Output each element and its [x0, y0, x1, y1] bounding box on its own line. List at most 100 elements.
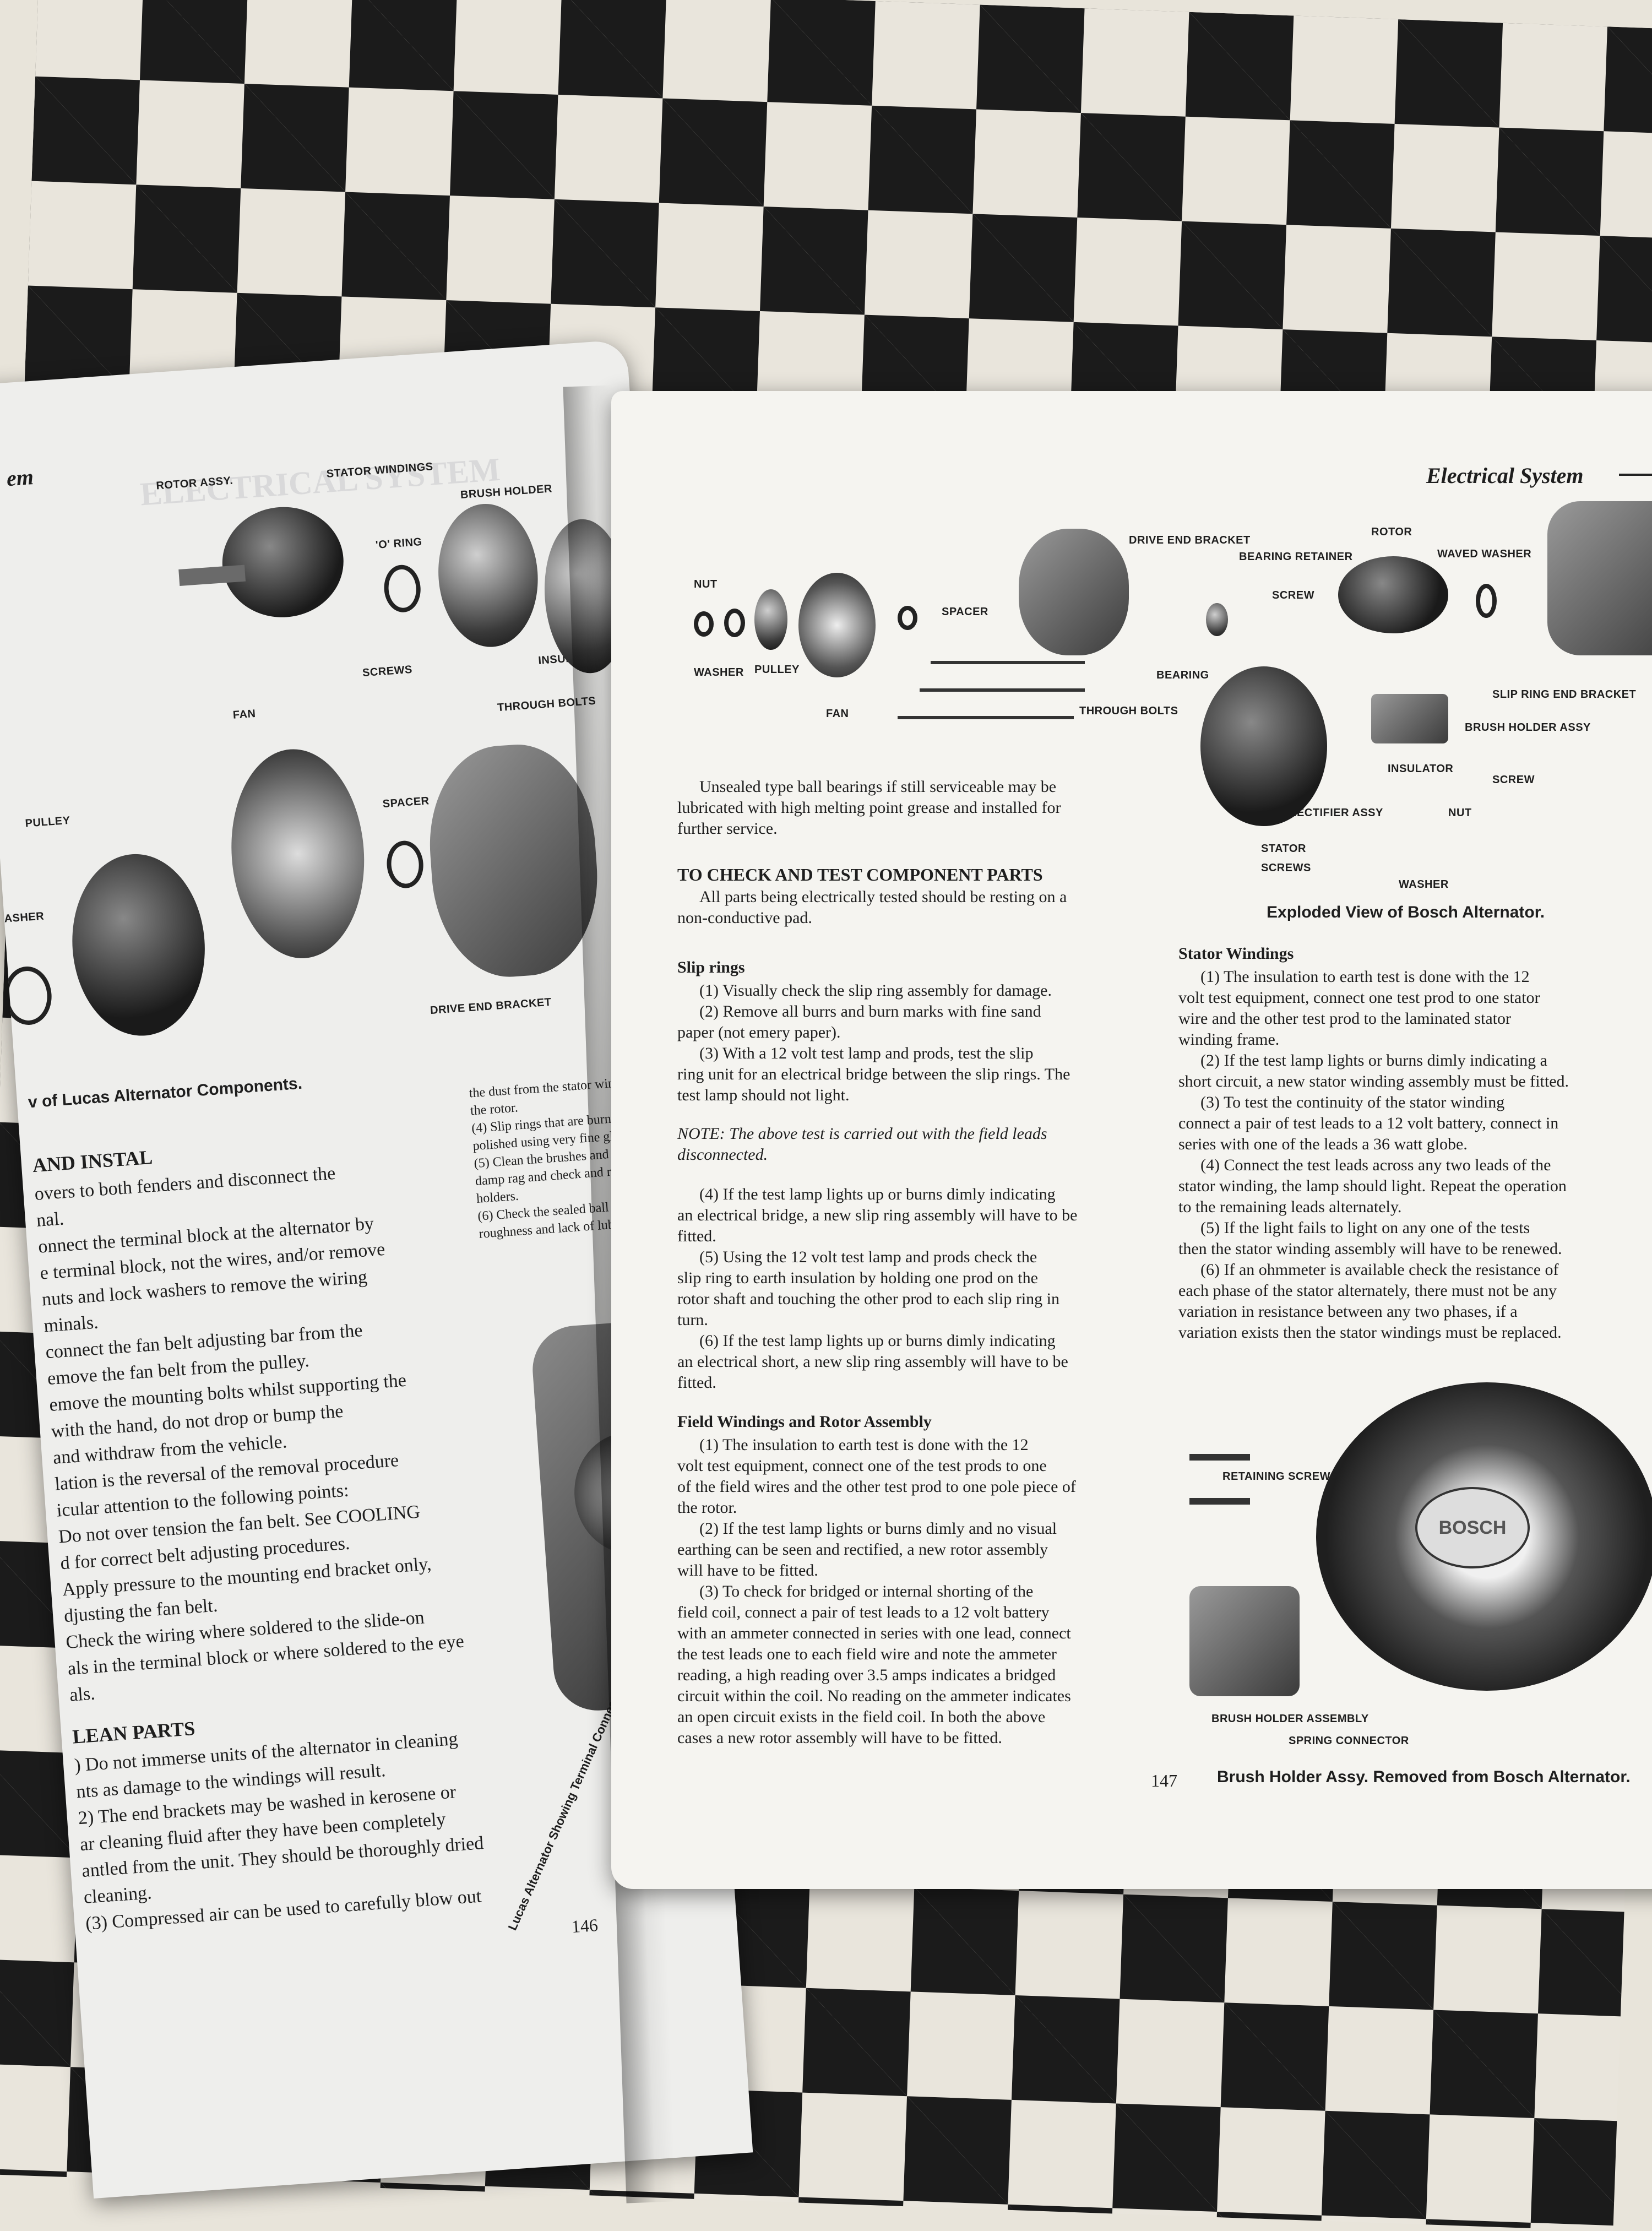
label-screw-2: SCREW [1492, 774, 1535, 786]
stator-line: wire and the other test prod to the lami… [1178, 1009, 1511, 1028]
through-bolt-2 [920, 688, 1085, 692]
stator-line: (6) If an ohmmeter is available check th… [1200, 1261, 1559, 1279]
slip-line-2: rotor shaft and touching the other prod … [677, 1290, 1059, 1308]
label-nut: NUT [694, 578, 718, 590]
stator-line: (4) Connect the test leads across any tw… [1200, 1156, 1551, 1174]
stator-windings-heading: Stator Windings [1178, 944, 1294, 963]
pulley-part [66, 849, 211, 1040]
field-line: (3) To check for bridged or internal sho… [699, 1582, 1034, 1600]
stator-line: (5) If the light fails to light on any o… [1200, 1219, 1530, 1237]
field-line: (1) The insulation to earth test is done… [699, 1436, 1029, 1454]
label-washer-2: WASHER [1399, 878, 1449, 891]
stator-part [433, 500, 543, 650]
brush-holder-assembly-part [1189, 1586, 1300, 1696]
field-line: circuit within the coil. No reading on t… [677, 1687, 1071, 1705]
slip-line: (1) Visually check the slip ring assembl… [699, 981, 1052, 1000]
slip-line-2: fitted. [677, 1374, 716, 1392]
spacer-part [898, 606, 917, 630]
label-slip-ring-end-bracket: SLIP RING END BRACKET [1492, 688, 1637, 701]
label-rotor: ROTOR [1371, 526, 1412, 538]
stator-line: volt test equipment, connect one test pr… [1178, 989, 1540, 1007]
intro-line: Unsealed type ball bearings if still ser… [699, 778, 1057, 796]
through-bolt-3 [898, 716, 1074, 719]
bearing-part [1206, 603, 1228, 636]
test-section-heading: TO CHECK AND TEST COMPONENT PARTS [677, 865, 1043, 884]
field-line: with an ammeter connected in series with… [677, 1624, 1071, 1642]
field-line: will have to be fitted. [677, 1561, 818, 1579]
note-line: disconnected. [677, 1146, 768, 1164]
stator-line: short circuit, a new stator winding asse… [1178, 1072, 1569, 1090]
field-line: cases a new rotor assembly will have to … [677, 1729, 1002, 1747]
intro-paragraph: Unsealed type ball bearings if still ser… [677, 777, 1195, 839]
label-bearing: BEARING [1156, 669, 1209, 681]
brush-holder-part [1371, 694, 1448, 743]
stator-line: (1) The insulation to earth test is done… [1200, 968, 1530, 986]
nut-part [694, 611, 714, 637]
washer-part [724, 609, 745, 637]
label-washer: WASHER [694, 666, 744, 678]
field-line: earthing can be seen and rectified, a ne… [677, 1540, 1048, 1559]
rotor-part [219, 503, 347, 622]
field-line: field coil, connect a pair of test leads… [677, 1603, 1050, 1621]
o-ring-part [382, 563, 422, 614]
stator-line: to the remaining leads alternately. [1178, 1198, 1402, 1216]
slip-line-2: (5) Using the 12 volt test lamp and prod… [699, 1248, 1037, 1266]
label-drive-end-bracket: DRIVE END BRACKET [430, 996, 552, 1017]
slip-line: ring unit for an electrical bridge betwe… [677, 1065, 1070, 1083]
slip-line: paper (not emery paper). [677, 1023, 841, 1041]
slip-rings-heading: Slip rings [677, 958, 745, 976]
label-insulator: INSULATOR [1388, 763, 1454, 775]
label-retaining-screws: RETAINING SCREWS [1222, 1470, 1338, 1483]
slip-line-2: (4) If the test lamp lights up or burns … [699, 1185, 1056, 1203]
stator-line: variation in resistance between any two … [1178, 1302, 1518, 1321]
label-washer: ASHER [3, 910, 45, 925]
slip-line: (3) With a 12 volt test lamp and prods, … [699, 1044, 1034, 1062]
slip-line-2: an electrical short, a new slip ring ass… [677, 1353, 1068, 1371]
field-line: the rotor. [677, 1499, 737, 1517]
bosch-exploded-caption: Exploded View of Bosch Alternator. [1267, 903, 1545, 921]
through-bolt-1 [931, 661, 1085, 664]
label-fan: FAN [826, 708, 849, 720]
label-pulley: PULLEY [754, 664, 800, 676]
stator-line: then the stator winding assembly will ha… [1178, 1240, 1562, 1258]
field-windings-text: (1) The insulation to earth test is done… [677, 1435, 1195, 1749]
label-brush-holder-assembly: BRUSH HOLDER ASSEMBLY [1211, 1713, 1369, 1725]
right-page: Electrical System NUT WASHER PULLEY FAN … [611, 391, 1652, 1889]
slip-line-2: slip ring to earth insulation by holding… [677, 1269, 1038, 1287]
slip-line-2: turn. [677, 1311, 708, 1329]
lucas-caption: v of Lucas Alternator Components. [27, 1074, 303, 1112]
slip-line-2: fitted. [677, 1227, 716, 1245]
test-intro: All parts being electrically tested shou… [677, 887, 1195, 929]
page-number-147: 147 [1151, 1771, 1177, 1790]
stator-line: connect a pair of test leads to a 12 vol… [1178, 1114, 1559, 1132]
stator-part [1200, 666, 1327, 826]
label-screw: SCREW [1272, 589, 1314, 601]
remove-install-heading: AND INSTAL [31, 1146, 154, 1177]
stator-line: each phase of the stator alternately, th… [1178, 1282, 1557, 1300]
field-line: reading, a high reading over 3.5 amps in… [677, 1666, 1056, 1684]
spacer-part [385, 839, 425, 889]
slip-line: test lamp should not light. [677, 1086, 850, 1104]
field-line: (2) If the test lamp lights or burns dim… [699, 1519, 1057, 1538]
clean-parts-column: ) Do not immerse units of the alternator… [74, 1720, 548, 1937]
field-line: an open circuit exists in the field coil… [677, 1708, 1046, 1726]
intro-line: further service. [677, 819, 778, 838]
slip-rings-text: (1) Visually check the slip ring assembl… [677, 980, 1195, 1106]
stator-line: (2) If the test lamp lights or burns dim… [1200, 1051, 1547, 1070]
note-paragraph: NOTE: The above test is carried out with… [677, 1123, 1195, 1165]
slip-ring-end-bracket-part [1547, 501, 1652, 655]
retaining-screw-2 [1189, 1498, 1250, 1505]
left-page-header: em [6, 464, 35, 491]
left-body-column: overs to both fenders and disconnect the… [34, 1152, 488, 1709]
label-nut-2: NUT [1448, 807, 1472, 819]
stator-line: winding frame. [1178, 1030, 1280, 1049]
label-spacer: SPACER [382, 795, 430, 811]
label-waved-washer: WAVED WASHER [1437, 548, 1532, 560]
test-intro-line: All parts being electrically tested shou… [699, 888, 1067, 906]
label-spacer: SPACER [942, 606, 988, 618]
slip-line: (2) Remove all burrs and burn marks with… [699, 1002, 1041, 1020]
slip-rings-text-2: (4) If the test lamp lights up or burns … [677, 1184, 1195, 1393]
label-screws: SCREWS [1261, 862, 1311, 874]
stator-line: variation exists then the stator winding… [1178, 1323, 1562, 1342]
stator-line: stator winding, the lamp should light. R… [1178, 1177, 1567, 1195]
